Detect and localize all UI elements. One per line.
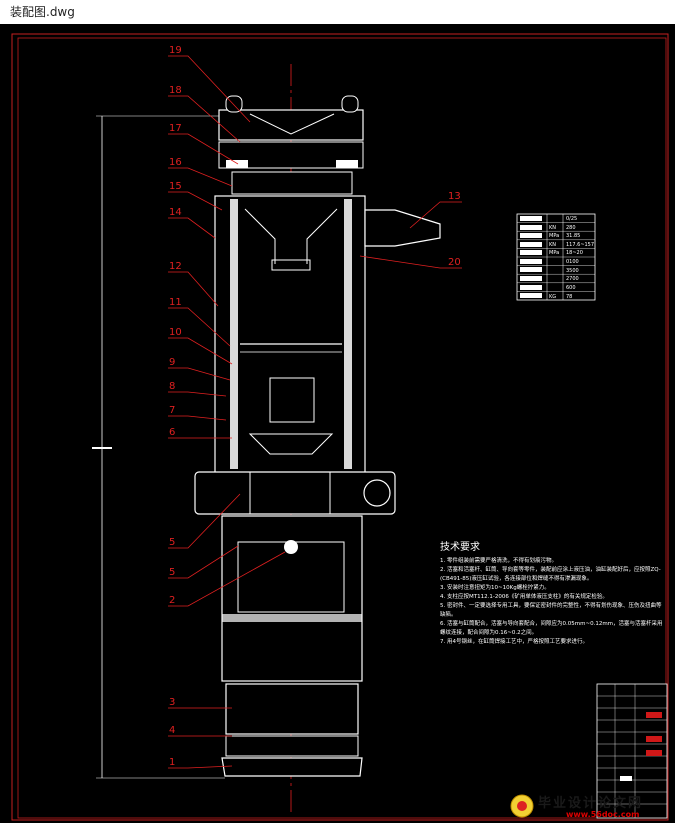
spec-unit: KN <box>549 242 556 248</box>
technical-requirements-title: 技术要求 <box>440 542 480 553</box>
part-labels-right: 13 20 <box>448 191 461 268</box>
assembly-drawing: 19 18 17 16 15 14 12 11 10 9 8 7 6 5 5 2… <box>11 33 669 821</box>
outer-frame <box>11 33 669 821</box>
part-number-label: 7 <box>169 405 175 416</box>
part-number-label: 13 <box>448 191 461 202</box>
part-number-label: 19 <box>169 45 182 56</box>
part-number-label: 8 <box>169 381 175 392</box>
title-block <box>596 683 668 819</box>
requirement-line: 1. 零件组装前需要严格清洗，不得有划痕污物。 <box>440 558 557 564</box>
spec-table: KN MPa KN MPa KG 0/25 280 31.85 117.6~15… <box>516 213 596 301</box>
inner-valve-arms <box>244 208 338 264</box>
lower-port <box>284 540 298 554</box>
top-seal-left <box>226 160 248 168</box>
part-number-label: 20 <box>448 257 461 268</box>
part-number-label: 11 <box>169 297 182 308</box>
part-number-label: 15 <box>169 181 182 192</box>
spec-value: 0/25 <box>566 216 577 222</box>
part-number-label: 6 <box>169 427 175 438</box>
crosshead <box>194 471 396 515</box>
part-number-label: 17 <box>169 123 182 134</box>
part-number-label: 16 <box>169 157 182 168</box>
lower-seal <box>222 614 362 622</box>
inner-check-valve <box>269 377 315 423</box>
part-number-label: 10 <box>169 327 182 338</box>
spec-value: 18~20 <box>566 250 583 256</box>
inner-frame <box>17 37 667 819</box>
watermark-url: www.56doc.com <box>566 810 640 819</box>
top-cap <box>218 109 364 141</box>
part-number-label: 2 <box>169 595 175 606</box>
inner-valve-block <box>271 259 311 271</box>
spec-value: 117.6~157 <box>566 242 594 248</box>
leader-lines-left <box>168 55 286 769</box>
part-number-label: 9 <box>169 357 175 368</box>
piston-head <box>248 433 334 455</box>
watermark-logo-icon <box>510 794 534 818</box>
requirement-line: 4. 支柱应按MT112.1-2006《矿用单体液压支柱》的有关规定检验。 <box>440 594 608 600</box>
requirement-line: 5. 密封件、一定要选择专用工具，要保证密封件的完整性，不得有划伤现象、压伤及扭… <box>440 603 662 618</box>
technical-requirements: 技术要求 1. 零件组装前需要严格清洗，不得有划痕污物。 2. 活塞和活塞杆、缸… <box>440 538 665 647</box>
spec-value: 0100 <box>566 259 579 265</box>
base-foot <box>221 757 363 777</box>
cylinder-wall-left <box>230 199 238 469</box>
handle <box>364 209 441 247</box>
top-cap-recess <box>249 113 335 135</box>
spec-value: 78 <box>566 294 572 300</box>
part-number-label: 3 <box>169 697 175 708</box>
spec-value: 600 <box>566 285 576 291</box>
part-number-label: 5 <box>169 567 175 578</box>
part-number-label: 4 <box>169 725 175 736</box>
part-number-label: 12 <box>169 261 182 272</box>
spec-unit: MPa <box>549 250 559 256</box>
leader-lines-right <box>359 201 462 269</box>
requirement-line: 2. 活塞和活塞杆、缸筒、导向套等零件，装配前应涂上液压油，油缸装配好后，应按照… <box>440 567 661 582</box>
part-number-label: 1 <box>169 757 175 768</box>
part-number-label: 5 <box>169 537 175 548</box>
spec-value: 2700 <box>566 276 579 282</box>
requirement-line: 3. 安装时注意扭矩为10~10Kg螺栓拧紧力。 <box>440 585 550 591</box>
crosshead-pin-hole <box>363 479 391 507</box>
window-title: 装配图.dwg <box>10 5 75 19</box>
spec-value: 280 <box>566 225 576 231</box>
part-labels-left: 19 18 17 16 15 14 12 11 10 9 8 7 6 5 5 2… <box>169 45 182 768</box>
spec-unit: KG <box>549 294 556 300</box>
spec-value: 3500 <box>566 268 579 274</box>
spec-value: 31.85 <box>566 233 580 239</box>
spec-unit: KN <box>549 225 556 231</box>
watermark-text: 毕业设计论文网 <box>538 796 644 811</box>
requirement-line: 7. 用4号钢丝，在缸筒焊接工艺中，严格按照工艺要求进行。 <box>440 639 588 645</box>
window-titlebar: 装配图.dwg <box>0 0 675 24</box>
valve-housing <box>231 171 353 195</box>
base-housing <box>225 683 359 735</box>
watermark: 毕业设计论文网 www.56doc.com <box>508 790 674 823</box>
requirement-line: 6. 活塞与缸筒配合，活塞与导向套配合，间隙应为0.05mm~0.12mm，活塞… <box>440 621 663 636</box>
base-seal-block <box>225 735 359 757</box>
cylinder-wall-right <box>344 199 352 469</box>
top-cap-bolt-right <box>341 95 359 113</box>
cad-drawing-canvas[interactable]: 19 18 17 16 15 14 12 11 10 9 8 7 6 5 5 2… <box>0 24 675 823</box>
spec-unit: MPa <box>549 233 559 239</box>
part-number-label: 18 <box>169 85 182 96</box>
top-cap-bolt-left <box>225 95 243 113</box>
top-seal-right <box>336 160 358 168</box>
outer-cylinder <box>214 195 366 477</box>
part-number-label: 14 <box>169 207 182 218</box>
